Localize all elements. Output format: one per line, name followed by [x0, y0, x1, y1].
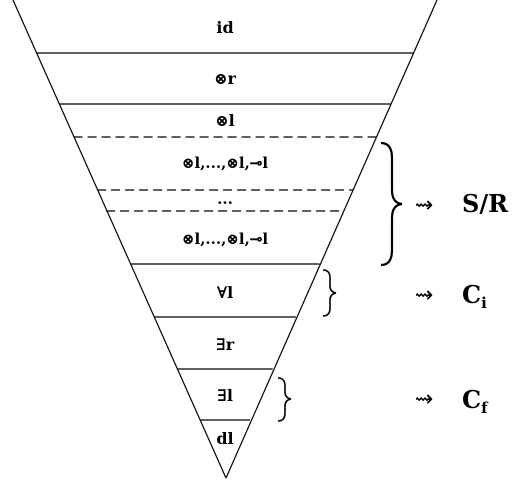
- ci-subscript: i: [481, 294, 487, 312]
- sr-label: S/R: [462, 189, 509, 218]
- brace-ci: [322, 269, 337, 317]
- cf-main: C: [462, 385, 481, 414]
- cf-label: Cf: [462, 385, 489, 417]
- dashed-separators: [73, 136, 377, 212]
- brace-sr: [380, 141, 403, 267]
- level-exists-l-label: ∃l: [217, 386, 233, 405]
- level-tensor-l-label: ⊗l: [215, 111, 234, 130]
- level-tensor-lollipop-label-2: ⊗l,...,⊗l,⊸l: [182, 230, 268, 248]
- ci-main: C: [462, 280, 481, 309]
- funnel-right-edge: [225, 0, 438, 479]
- ci-label: Ci: [462, 280, 487, 312]
- brace-cf: [277, 377, 292, 422]
- level-tensor-lollipop-label-1: ⊗l,...,⊗l,⊸l: [182, 154, 268, 172]
- level-exists-r-label: ∃r: [216, 335, 235, 354]
- squiggle-arrow-icon: ⇝: [415, 193, 433, 218]
- funnel-outline: [12, 0, 438, 479]
- level-dl-label: dl: [216, 429, 233, 448]
- squiggle-arrow-icon: ⇝: [415, 283, 433, 308]
- level-separators: [36, 52, 414, 421]
- funnel-left-edge: [12, 0, 227, 479]
- level-tensor-r-label: ⊗r: [214, 69, 236, 88]
- level-ellipsis-label: ...: [217, 190, 233, 208]
- level-id-label: id: [216, 18, 233, 37]
- squiggle-arrow-icon: ⇝: [415, 387, 433, 412]
- level-forall-l-label: ∀l: [217, 283, 233, 302]
- cf-subscript: f: [481, 399, 489, 417]
